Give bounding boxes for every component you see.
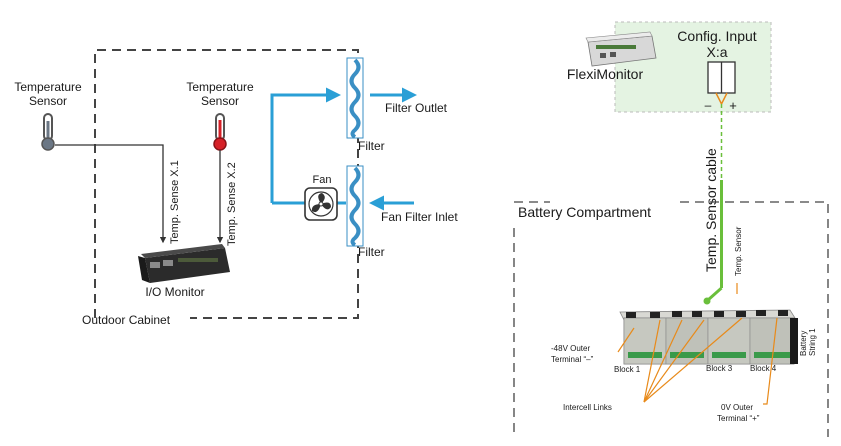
fan-filter-inlet-label: Fan Filter Inlet	[381, 210, 458, 224]
temp-sense-x1-label: Temp. Sense X.1	[169, 160, 181, 244]
flexi-monitor-device-icon	[585, 31, 657, 67]
flexi-monitor-label: FlexiMonitor	[567, 66, 644, 82]
filter-top-icon	[346, 57, 364, 139]
block4-label: Block 4	[750, 364, 777, 373]
filter-top-label: Filter	[358, 139, 385, 153]
temperature-sensor-1-label-line2: Sensor	[29, 94, 67, 108]
battery-compartment-border	[513, 201, 829, 437]
plus-terminal-label: +	[729, 98, 737, 113]
battery-string-icon	[619, 309, 798, 365]
outer-minus-terminal-label-line2: Terminal “–”	[551, 355, 594, 364]
filter-bottom-label: Filter	[358, 245, 385, 259]
fan-icon	[304, 187, 338, 221]
intercell-links-leaders	[643, 317, 743, 403]
temp-sensor-cable-label: Temp. Sensor cable	[703, 148, 719, 272]
intercell-links-label: Intercell Links	[563, 403, 612, 412]
temp-sense-x1-wire	[55, 144, 167, 244]
minus-terminal-label: –	[705, 98, 712, 112]
temp-sensor-small-label: Temp. Sensor	[734, 226, 743, 276]
config-input-port-label: X:a	[706, 44, 727, 60]
battery-string-label-line2: String 1	[808, 328, 817, 356]
temperature-sensor-2-label-line1: Temperature	[186, 80, 254, 94]
block1-label: Block 1	[614, 365, 641, 374]
outer-plus-terminal-label-line1: 0V Outer	[721, 403, 753, 412]
io-monitor-device-icon	[138, 244, 230, 283]
outer-minus-terminal-label-line1: -48V Outer	[551, 344, 590, 353]
outer-plus-leader	[763, 317, 778, 405]
battery-string-label-line1: Battery	[799, 331, 808, 356]
filter-outlet-label: Filter Outlet	[385, 101, 448, 115]
thermometer-icon-2	[213, 113, 227, 151]
io-monitor-label: I/O Monitor	[145, 285, 204, 299]
filter-bottom-icon	[346, 165, 364, 247]
battery-compartment-label: Battery Compartment	[518, 204, 651, 220]
airflow-path	[270, 87, 341, 203]
config-input-label: Config. Input	[677, 28, 756, 44]
temp-sensor-probe	[703, 297, 711, 305]
block3-label: Block 3	[706, 364, 733, 373]
fan-label: Fan	[313, 174, 332, 186]
temp-sense-x2-label: Temp. Sense X.2	[226, 162, 238, 246]
outer-plus-terminal-label-line2: Terminal “+”	[717, 414, 760, 423]
temperature-sensor-1-label-line1: Temperature	[14, 80, 82, 94]
outdoor-cabinet-border	[94, 49, 359, 319]
temperature-sensor-2-label-line2: Sensor	[201, 94, 239, 108]
outer-minus-leader	[617, 327, 635, 353]
thermometer-icon-1	[41, 113, 55, 151]
outdoor-cabinet-label: Outdoor Cabinet	[82, 313, 171, 327]
